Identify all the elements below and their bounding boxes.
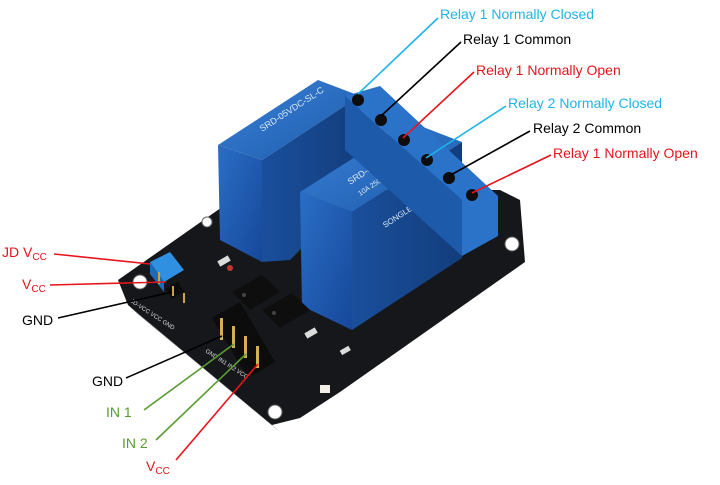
label-jd-vcc: JD VCC bbox=[2, 244, 47, 263]
line-relay1-no bbox=[402, 71, 475, 139]
label-gnd-left: GND bbox=[22, 312, 54, 328]
label-in2: IN 2 bbox=[122, 435, 148, 451]
line-relay2-nc bbox=[425, 105, 507, 159]
mounting-hole-bottom bbox=[267, 404, 283, 420]
label-relay1-com: Relay 1 Common bbox=[463, 31, 572, 47]
line-vcc-bottom bbox=[175, 363, 259, 461]
screw-terminal-block bbox=[345, 86, 498, 256]
label-vcc-left: VCC bbox=[22, 276, 46, 295]
mounting-hole-top bbox=[201, 216, 213, 228]
terminal-screws bbox=[352, 94, 478, 201]
label-relay1-no: Relay 1 Normally Open bbox=[476, 62, 621, 78]
label-in1: IN 1 bbox=[106, 404, 132, 420]
line-relay1-com bbox=[380, 41, 462, 117]
line-relay1-nc bbox=[357, 17, 439, 95]
label-relay2-no: Relay 1 Normally Open bbox=[553, 145, 698, 161]
optocouplers bbox=[232, 275, 310, 328]
label-gnd-bottom: GND bbox=[92, 373, 124, 389]
label-relay2-nc: Relay 2 Normally Closed bbox=[508, 95, 663, 111]
line-jd-vcc bbox=[53, 253, 151, 265]
led bbox=[320, 385, 330, 393]
line-in2 bbox=[155, 353, 247, 441]
line-vcc-left bbox=[49, 281, 167, 286]
label-vcc-bottom: VCC bbox=[146, 458, 170, 477]
line-in1 bbox=[143, 343, 235, 411]
label-relay1-nc: Relay 1 Normally Closed bbox=[440, 6, 595, 22]
label-relay2-com: Relay 2 Common bbox=[533, 120, 642, 136]
smd-components bbox=[217, 255, 351, 393]
line-relay2-com bbox=[448, 130, 531, 177]
line-relay2-no bbox=[471, 154, 552, 194]
callout-lines bbox=[49, 17, 552, 461]
mounting-hole-right bbox=[504, 236, 520, 252]
line-gnd-left bbox=[57, 291, 173, 319]
line-gnd-bottom bbox=[125, 335, 223, 379]
